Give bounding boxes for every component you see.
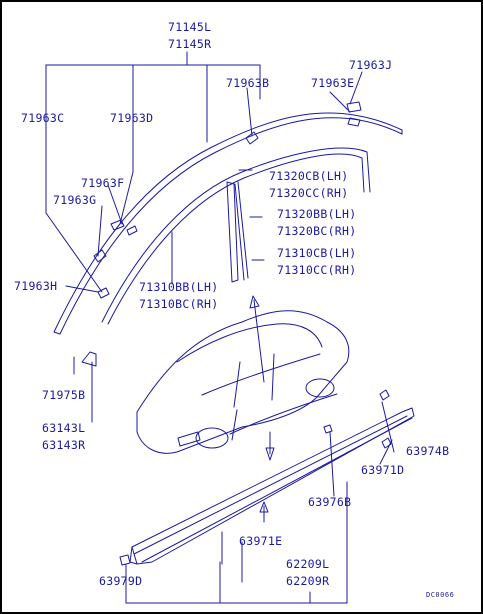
direction-arrows xyxy=(249,295,275,523)
roof-drip-moulding xyxy=(53,112,403,335)
clips xyxy=(81,101,362,367)
label-71963J: 71963J xyxy=(349,58,393,72)
label-71963H: 71963H xyxy=(14,279,58,293)
leader-62209 xyxy=(125,481,348,604)
label-71310BB: 71310BB(LH) xyxy=(139,280,219,294)
label-71963D: 71963D xyxy=(110,111,154,125)
diagram-code: DC0066 xyxy=(426,591,455,599)
label-71145L: 71145L xyxy=(168,20,212,34)
label-63979D: 63979D xyxy=(99,574,143,588)
label-71320BC: 71320BC(RH) xyxy=(277,224,357,238)
label-71963F: 71963F xyxy=(81,176,125,190)
sill-leaders xyxy=(91,401,395,583)
leader-71145 xyxy=(45,51,261,214)
side-sill-garnish xyxy=(119,389,415,566)
label-63976B: 63976B xyxy=(308,495,352,509)
label-71963C: 71963C xyxy=(21,111,65,125)
label-63971D: 63971D xyxy=(361,463,405,477)
label-63143L: 63143L xyxy=(42,421,86,435)
label-71320CC: 71320CC(RH) xyxy=(269,186,349,200)
label-71963B: 71963B xyxy=(226,76,270,90)
label-63971E: 63971E xyxy=(239,534,283,548)
car-body xyxy=(136,310,350,454)
inner-moulding-strip xyxy=(101,147,371,325)
label-71310BC: 71310BC(RH) xyxy=(139,297,219,311)
label-62209R: 62209R xyxy=(286,574,330,588)
label-71310CC: 71310CC(RH) xyxy=(277,263,357,277)
label-71963E: 71963E xyxy=(311,76,355,90)
label-62209L: 62209L xyxy=(286,557,330,571)
label-71145R: 71145R xyxy=(168,37,212,51)
label-71320BB: 71320BB(LH) xyxy=(277,207,357,221)
label-71963G: 71963G xyxy=(53,193,97,207)
label-63143R: 63143R xyxy=(42,438,86,452)
label-71320CB: 71320CB(LH) xyxy=(269,169,349,183)
label-71310CB: 71310CB(LH) xyxy=(277,246,357,260)
leader-lines xyxy=(45,71,363,405)
label-63974B: 63974B xyxy=(406,444,450,458)
pillar-mouldings xyxy=(226,181,249,283)
label-71975B: 71975B xyxy=(42,388,86,402)
